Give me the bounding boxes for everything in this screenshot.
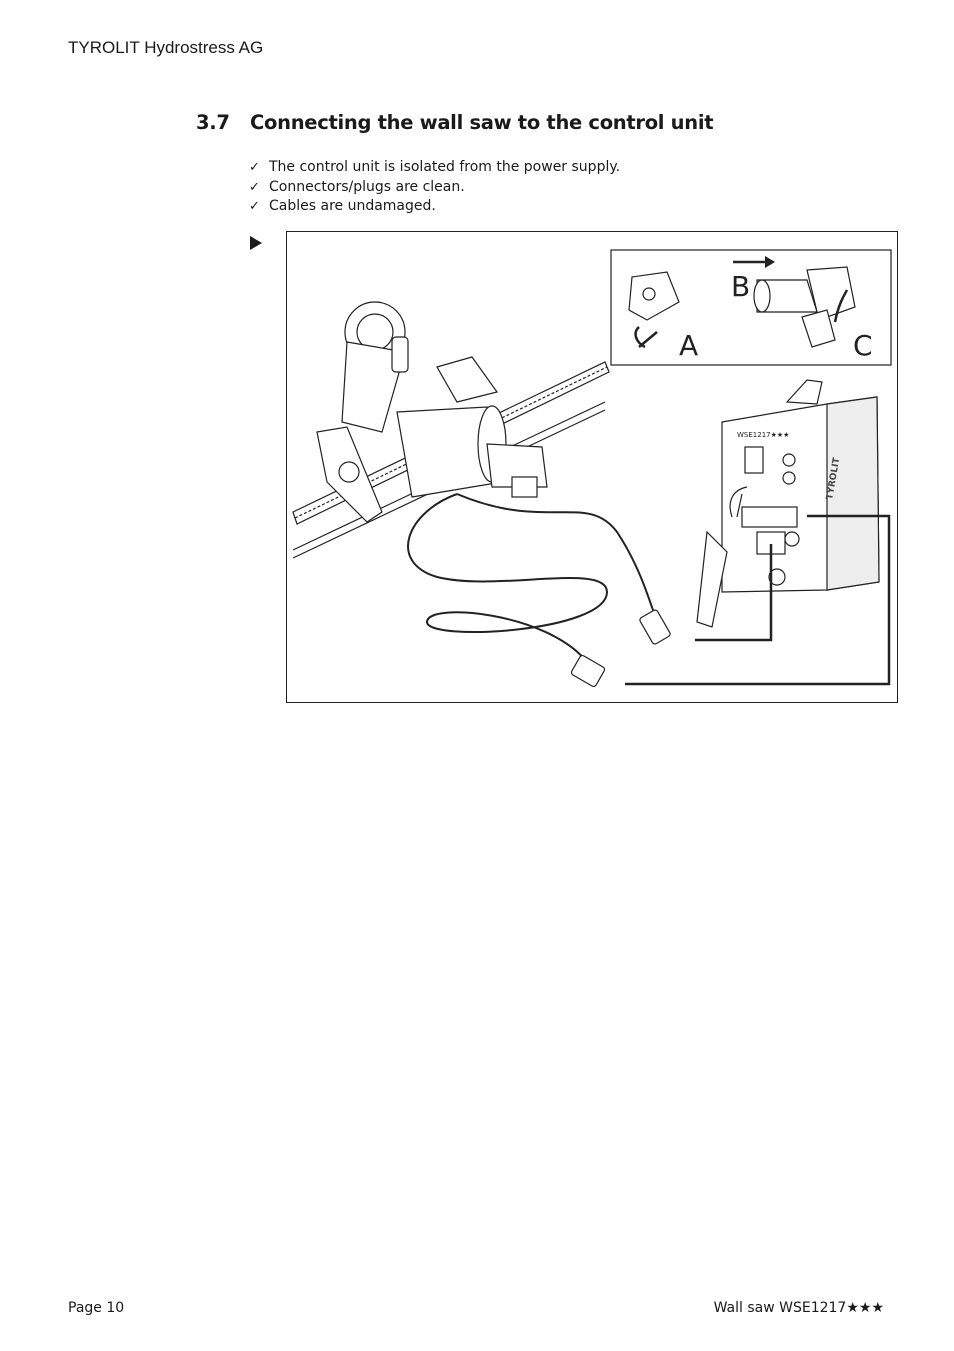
label-b: B — [731, 270, 750, 303]
step-arrow-icon — [250, 236, 262, 250]
page-number: Page 10 — [68, 1300, 125, 1316]
label-c: C — [853, 329, 873, 362]
wall-saw-illustration: A B C WSE1217★★★ TYROLIT — [292, 249, 892, 688]
label-a: A — [679, 329, 698, 362]
section-heading: 3.7 Connecting the wall saw to the contro… — [196, 111, 714, 134]
precondition-item: ✓Cables are undamaged. — [249, 197, 620, 217]
company-header: TYROLIT Hydrostress AG — [68, 38, 264, 57]
precondition-list: ✓The control unit is isolated from the p… — [249, 158, 620, 217]
section-number: 3.7 — [196, 111, 230, 134]
product-name: Wall saw WSE1217★★★ — [713, 1300, 884, 1316]
connection-figure: A B C WSE1217★★★ TYROLIT — [286, 231, 898, 703]
precondition-item: ✓Connectors/plugs are clean. — [249, 178, 620, 198]
precondition-item: ✓The control unit is isolated from the p… — [249, 158, 620, 178]
unit-label: WSE1217★★★ — [737, 431, 789, 439]
checkmark-icon: ✓ — [249, 179, 260, 195]
checkmark-icon: ✓ — [249, 160, 260, 175]
section-title: Connecting the wall saw to the control u… — [250, 111, 714, 134]
checkmark-icon: ✓ — [249, 199, 260, 214]
